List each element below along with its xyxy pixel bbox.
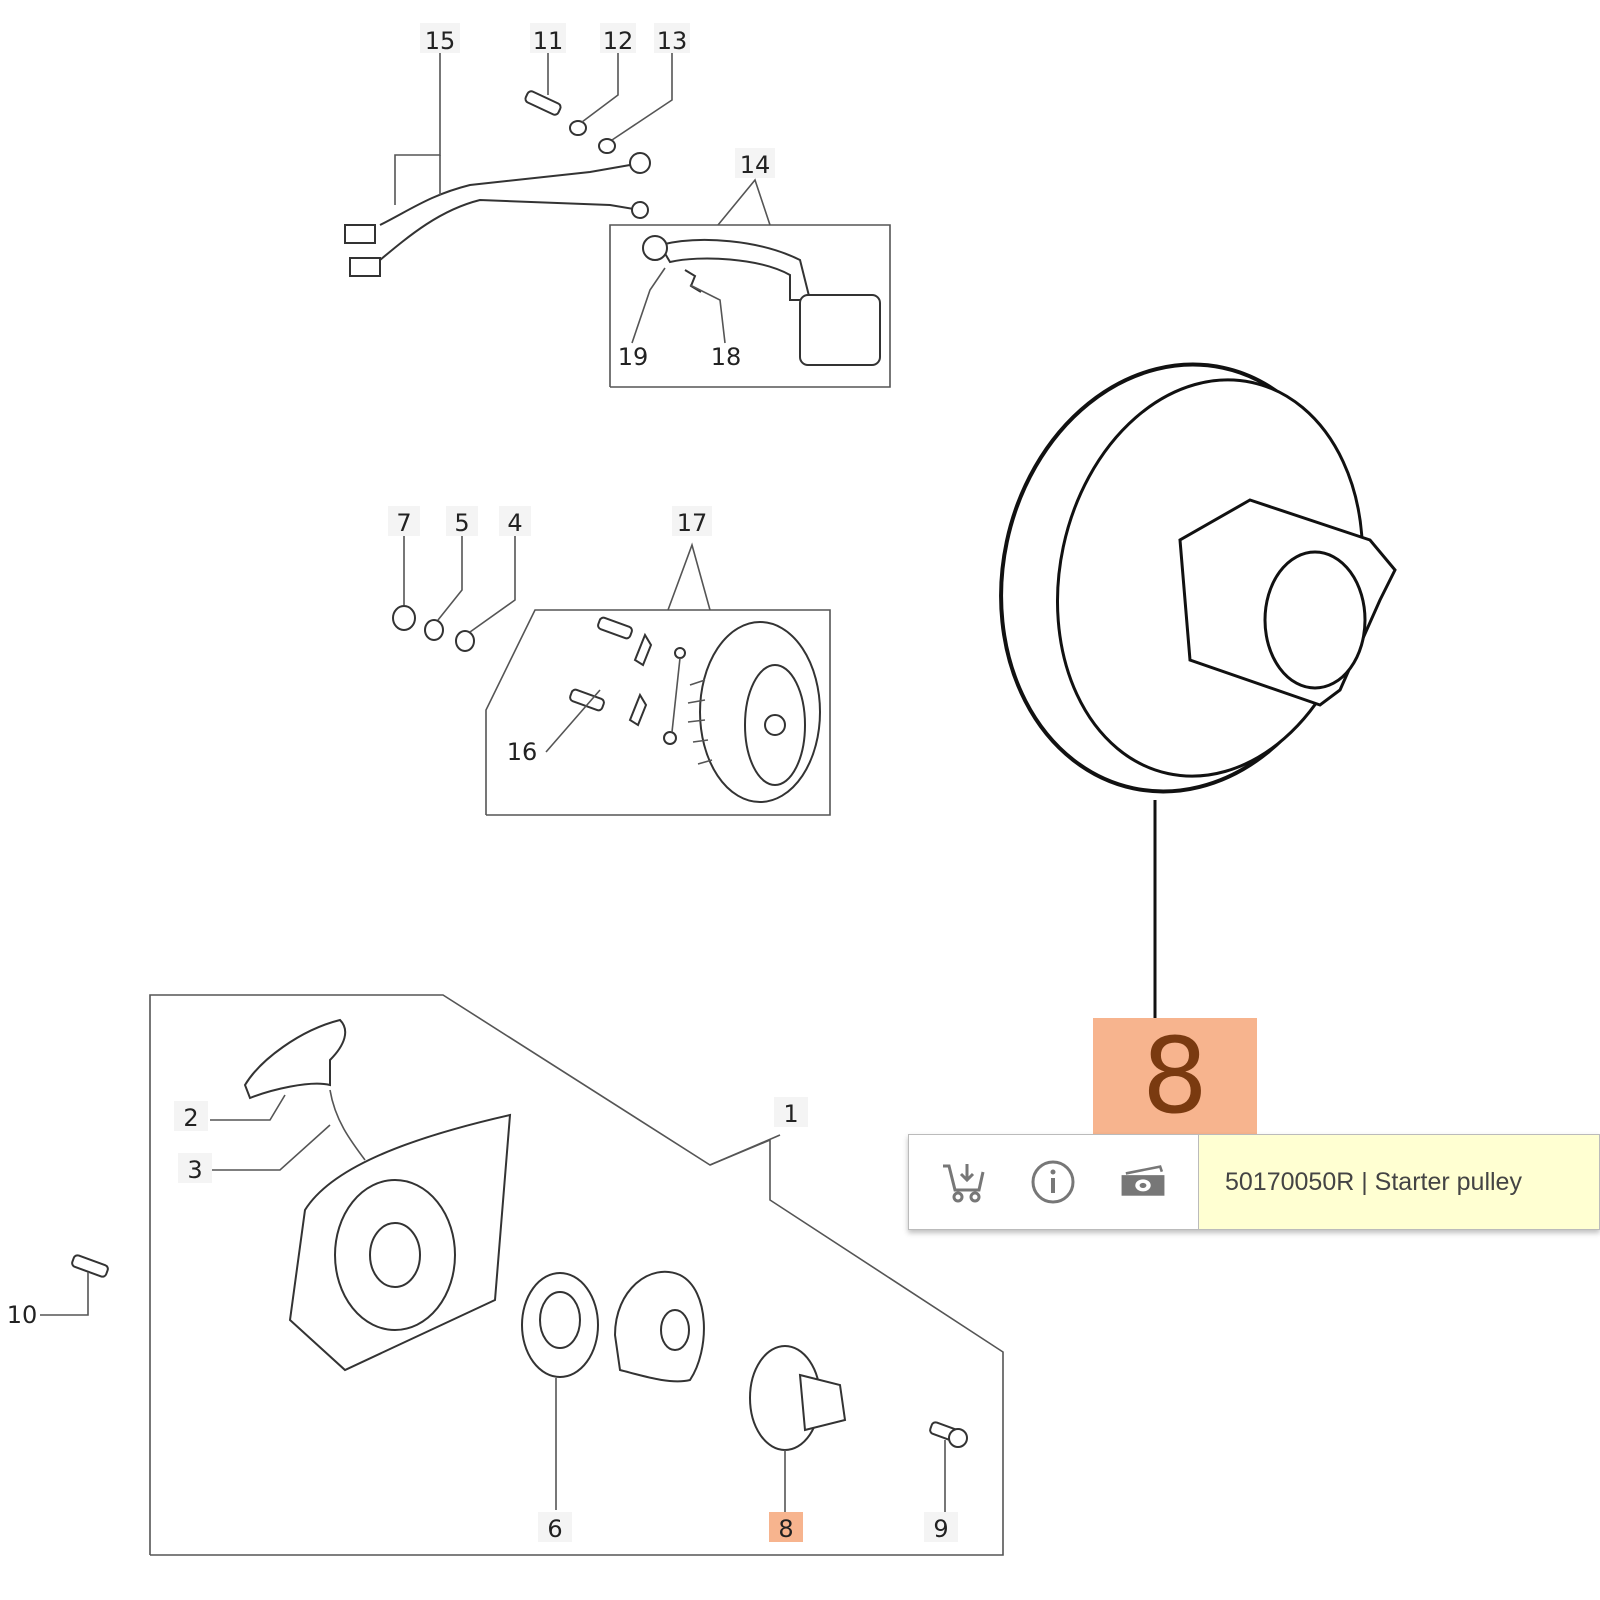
label-7[interactable]: 7 [396,509,411,537]
label-13[interactable]: 13 [657,27,688,55]
tooltip-actions [909,1135,1199,1229]
label-14[interactable]: 14 [740,151,771,179]
wire-harness[interactable] [344,152,651,277]
label-15[interactable]: 15 [425,27,456,55]
label-6[interactable]: 6 [547,1515,562,1543]
label-5[interactable]: 5 [454,509,469,537]
label-11[interactable]: 11 [533,27,564,55]
flywheel[interactable] [687,621,821,803]
price-icon[interactable] [1119,1158,1167,1206]
label-8-highlight [769,1512,803,1542]
washer-5[interactable] [424,619,444,641]
group-14-box [609,224,891,388]
label-10[interactable]: 10 [7,1301,38,1329]
recoil-spring[interactable] [521,1272,599,1378]
label-4[interactable]: 4 [507,509,522,537]
label-8[interactable]: 8 [778,1515,793,1543]
part-number-description: 50170050R | Starter pulley [1199,1135,1599,1229]
label-19[interactable]: 19 [618,343,649,371]
add-to-cart-icon[interactable] [940,1158,988,1206]
leader-15 [394,52,441,205]
info-icon[interactable] [1029,1158,1077,1206]
label-17[interactable]: 17 [677,509,708,537]
pawl-screws[interactable] [569,616,686,745]
screw-9[interactable] [929,1421,968,1448]
starter-handle[interactable] [243,1018,366,1161]
part-labels: 15 11 12 13 14 19 18 7 5 4 17 16 2 3 1 1… [7,23,958,1543]
nut-7[interactable] [392,605,416,631]
starter-pulley-detail[interactable] [962,331,1398,824]
washer-13[interactable] [598,138,616,154]
screw-10[interactable] [71,1254,109,1278]
starter-pulley[interactable] [749,1345,847,1451]
leader-19 [631,267,666,344]
group-17-box [485,609,831,816]
washer-12[interactable] [569,120,587,136]
label-1[interactable]: 1 [783,1100,798,1128]
label-2[interactable]: 2 [183,1104,198,1132]
label-3[interactable]: 3 [187,1156,202,1184]
label-16[interactable]: 16 [507,738,538,766]
ignition-coil[interactable] [642,235,881,366]
leader-14 [717,178,771,226]
selected-part-callout[interactable]: 8 [1093,1015,1257,1137]
washer-4[interactable] [455,630,475,652]
spring-cover[interactable] [613,1270,705,1383]
part-tooltip: 50170050R | Starter pulley [908,1134,1600,1230]
screw-11[interactable] [524,90,562,116]
starter-housing[interactable] [288,1113,512,1372]
label-12[interactable]: 12 [603,27,634,55]
label-18[interactable]: 18 [711,343,742,371]
label-9[interactable]: 9 [933,1515,948,1543]
leader-18 [689,284,726,344]
